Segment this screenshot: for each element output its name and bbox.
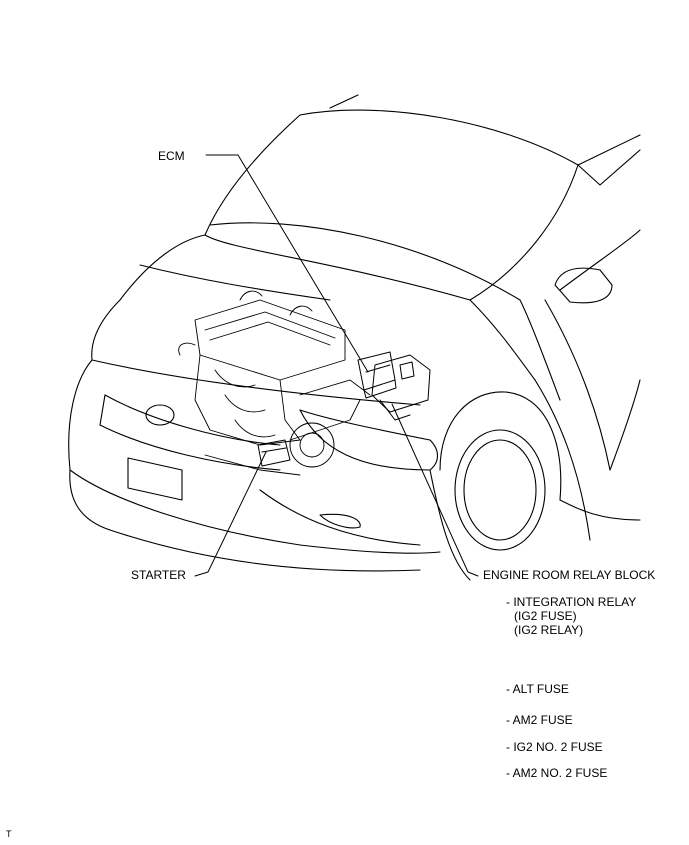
car-body-outline [68,94,641,581]
engine-room-relay-block-label: ENGINE ROOM RELAY BLOCK [483,568,656,582]
footer-mark: T [6,829,12,839]
relay-block-leader-line [391,403,479,577]
list-subitem: (IG2 RELAY) [514,623,584,637]
starter-leader-line [194,451,267,577]
engine-room-relay-block-unit [371,354,431,421]
list-item-integration-relay: - INTEGRATION RELAY (IG2 FUSE) (IG2 RELA… [506,595,637,637]
ecm-leader-line [205,154,369,373]
starter-unit [257,439,291,467]
list-item-am2-no2-fuse: - AM2 NO. 2 FUSE [506,766,608,780]
list-item-alt-fuse: - ALT FUSE [506,682,569,696]
engine-block [178,290,371,476]
leader-lines [194,154,479,577]
list-subitem: (IG2 FUSE) [514,609,577,623]
starter-label: STARTER [131,568,186,582]
list-item-am2-fuse: - AM2 FUSE [506,713,573,727]
ecm-unit [357,351,397,399]
list-item-ig2-no2-fuse: - IG2 NO. 2 FUSE [506,740,603,754]
ecm-label: ECM [158,149,185,163]
